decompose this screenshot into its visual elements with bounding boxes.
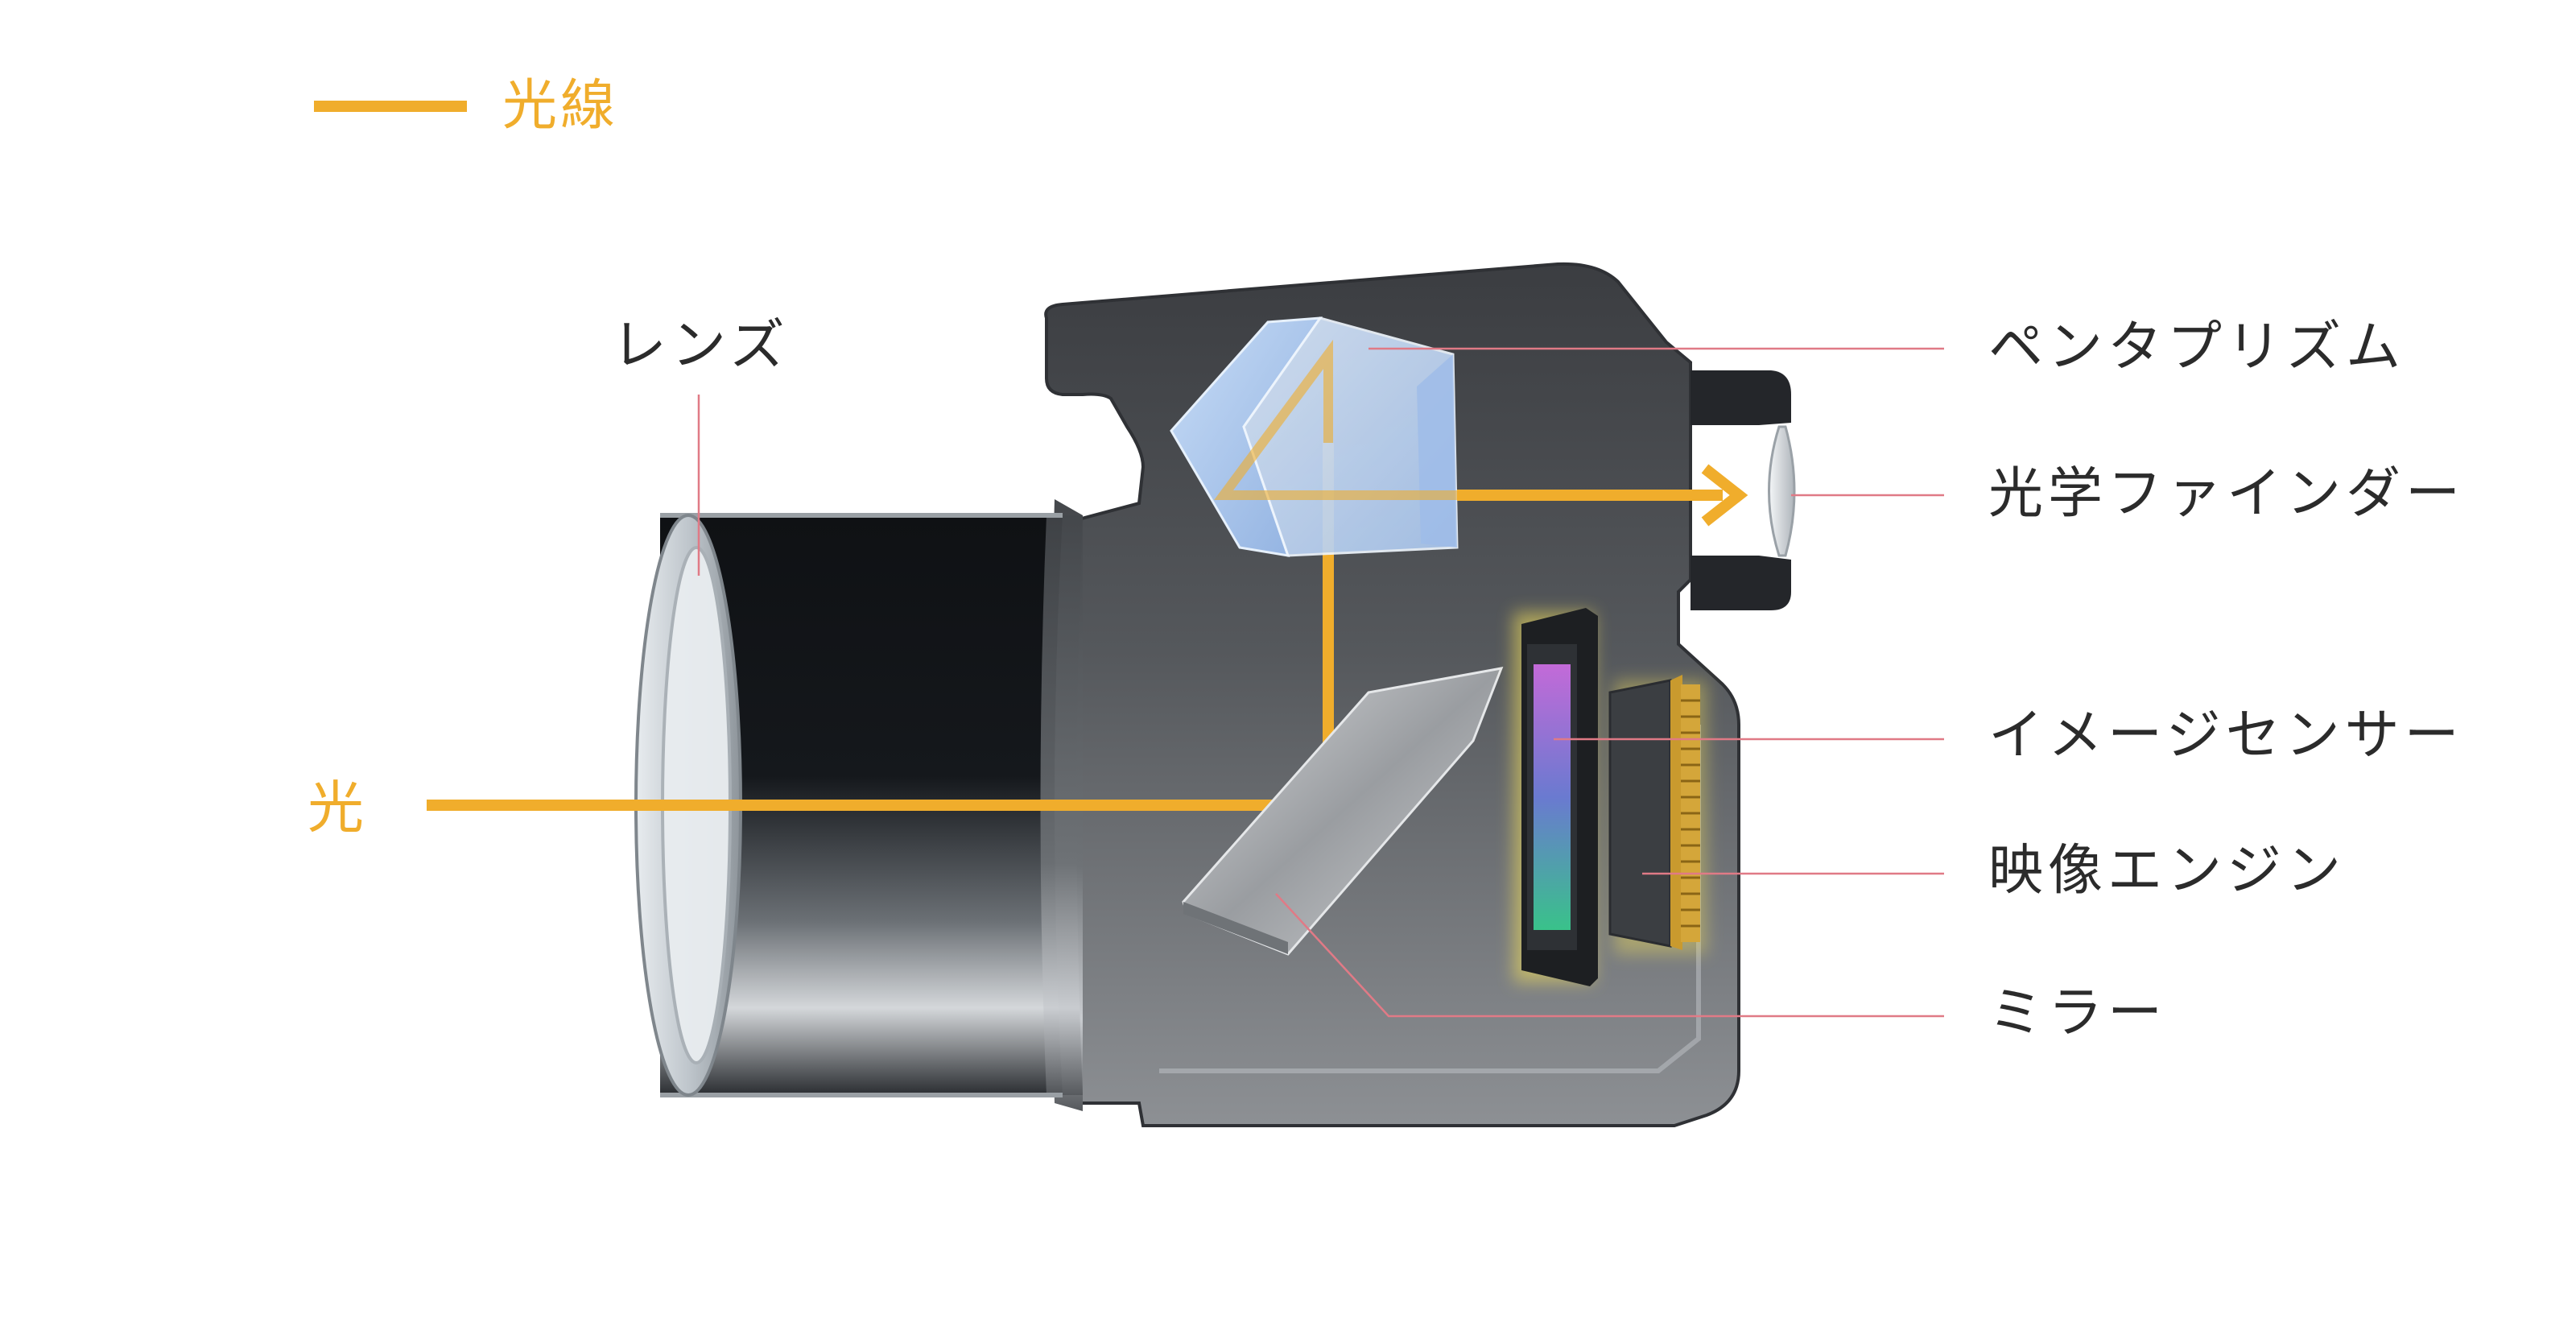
image-engine xyxy=(1608,675,1707,954)
ray-arrowhead xyxy=(1701,464,1748,527)
label-image-engine: 映像エンジン xyxy=(1988,839,2347,903)
callout-line-mirror xyxy=(1275,893,1944,1018)
light-label: 光 xyxy=(308,775,364,841)
label-viewfinder: 光学ファインダー xyxy=(1988,462,2466,526)
eyepiece-top xyxy=(1690,370,1791,425)
label-image-sensor: イメージセンサー xyxy=(1988,704,2464,767)
eyepiece-bottom xyxy=(1690,556,1791,610)
label-mirror: ミラー xyxy=(1988,982,2168,1045)
image-sensor xyxy=(1513,608,1598,986)
eyepiece-glass xyxy=(1768,425,1796,557)
legend-label: 光線 xyxy=(502,74,619,138)
label-lens: レンズ xyxy=(612,314,790,378)
mirror xyxy=(1182,667,1504,956)
label-pentaprism: ペンタプリズム xyxy=(1988,316,2406,379)
